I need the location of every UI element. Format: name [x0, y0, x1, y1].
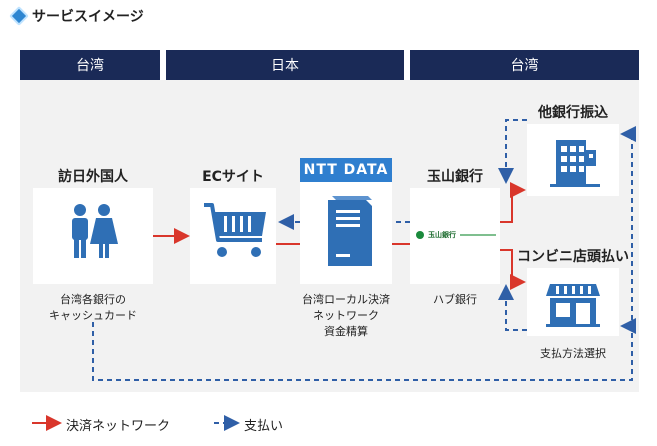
tourists-icon	[72, 204, 118, 258]
ec-site-label: ECサイト	[202, 169, 264, 185]
tamashan-bank-logo: 玉山銀行	[416, 228, 496, 242]
ntt-caption-line1: 台湾ローカル決済	[302, 293, 390, 306]
office-building-icon	[550, 140, 600, 187]
visitor-caption-line1: 台湾各銀行の	[60, 293, 126, 306]
region-banner-japan: 日本	[166, 50, 404, 80]
page-title: サービスイメージ	[9, 6, 144, 26]
region-banner-taiwan-left: 台湾	[20, 50, 160, 80]
arrow-convenience-to-bank	[498, 284, 527, 331]
ntt-caption: 台湾ローカル決済 ネットワーク 資金精算	[286, 292, 406, 340]
legend-settlement-label: 決済ネットワーク	[66, 419, 171, 434]
arrow-visitor-to-other-bank	[92, 126, 636, 381]
convenience-label: コンビニ店頭払い	[517, 249, 629, 265]
bank-caption: ハブ銀行	[433, 293, 477, 306]
convenience-store-icon	[546, 284, 600, 327]
visitor-caption-line2: キャッシュカード	[49, 309, 137, 322]
shopping-cart-icon	[204, 203, 266, 257]
arrow-other-bank-to-bank	[498, 119, 527, 184]
arrow-bank-to-convenience	[500, 249, 526, 290]
ntt-caption-line2: ネットワーク	[313, 309, 379, 322]
arrow-bank-to-other-banks	[500, 182, 526, 223]
region-banner-taiwan-right: 台湾	[410, 50, 639, 80]
other-bank-label: 他銀行振込	[538, 105, 608, 121]
bank-card	[410, 188, 500, 284]
bank-logo-mark-icon	[416, 231, 424, 239]
ntt-data-logo: NTT DATA	[300, 158, 392, 182]
bank-label: 玉山銀行	[427, 169, 483, 185]
bank-logo-text: 玉山銀行	[428, 231, 456, 239]
payment-method-caption: 支払方法選択	[540, 347, 606, 360]
page-title-text: サービスイメージ	[32, 9, 144, 25]
visitor-label: 訪日外国人	[58, 169, 128, 185]
server-icon	[328, 196, 372, 266]
ntt-caption-line3: 資金精算	[324, 325, 368, 338]
visitor-caption: 台湾各銀行の キャッシュカード	[33, 292, 153, 324]
legend-payment-label: 支払い	[244, 419, 284, 434]
